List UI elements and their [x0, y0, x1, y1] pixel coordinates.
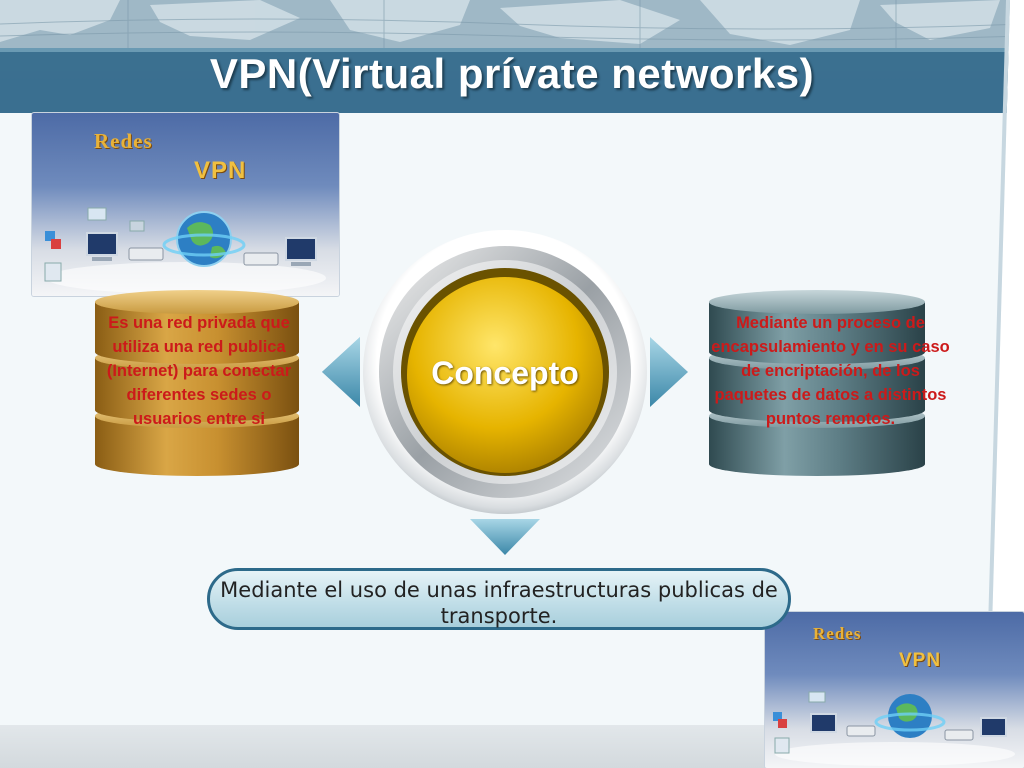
logo-redes-text: Redes	[813, 624, 862, 643]
redes-vpn-image: Redes VPN	[32, 113, 339, 296]
left-cylinder-stack	[95, 290, 299, 476]
page-title: VPN(Virtual prívate networks)	[209, 50, 815, 97]
logo-redes-text: Redes	[94, 129, 153, 153]
arrow-right-icon	[650, 337, 688, 407]
globe-icon	[874, 694, 946, 738]
slide-header: VPN(Virtual prívate networks)	[0, 0, 1024, 113]
arrow-down-icon	[470, 519, 540, 555]
network-illustration	[773, 691, 1015, 766]
computer-icon	[285, 237, 317, 266]
computer-icon	[86, 232, 118, 261]
router-icon	[128, 247, 279, 266]
decorative-swoosh	[984, 0, 1024, 768]
computer-icon	[810, 713, 1007, 737]
concept-definition-text: Es una red privada que utiliza una red p…	[106, 314, 292, 428]
infrastructure-box: Mediante el uso de unas infraestructuras…	[207, 568, 791, 630]
concept-diagram	[322, 230, 688, 555]
logo-vpn-text: VPN	[194, 157, 247, 184]
router-icon	[846, 725, 974, 741]
concept-label: Concepto	[431, 355, 579, 391]
world-map-background	[0, 0, 1024, 113]
infrastructure-text: Mediante el uso de unas infraestructuras…	[220, 578, 778, 628]
redes-vpn-image: Redes VPN	[765, 612, 1024, 768]
network-illustration	[44, 207, 326, 294]
process-description-text: Mediante un proceso de encapsulamiento y…	[711, 314, 950, 428]
globe-icon	[162, 211, 246, 267]
logo-vpn-text: VPN	[899, 650, 942, 671]
right-cylinder-stack	[709, 290, 925, 476]
